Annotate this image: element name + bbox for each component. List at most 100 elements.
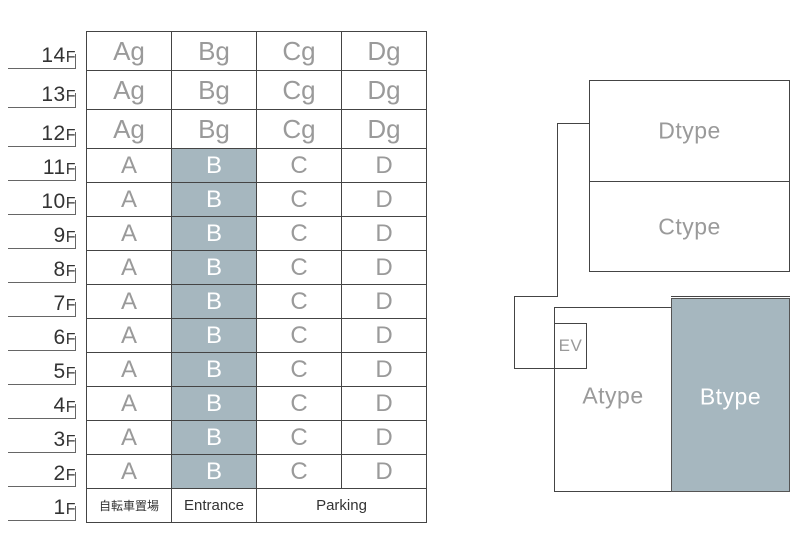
floor-4: 4F	[0, 385, 86, 419]
unit-cell-highlighted: B	[171, 352, 257, 387]
room-label: Dtype	[658, 117, 721, 144]
unit-cell: C	[256, 182, 342, 217]
floor-number: 2	[53, 462, 66, 485]
room-label: Atype	[582, 382, 644, 409]
table-row-12f: Ag Bg Cg Dg	[86, 109, 427, 149]
unit-cell: Dg	[341, 70, 427, 110]
floor-number: 11	[42, 156, 66, 179]
unit-cell-highlighted: B	[171, 284, 257, 319]
unit-cell-highlighted: B	[171, 216, 257, 251]
unit-cell: D	[341, 386, 427, 421]
floor-number: 12	[41, 122, 66, 145]
floor-unit: F	[65, 88, 76, 105]
elevator-label: EV	[558, 336, 583, 355]
parking-cell: Parking	[256, 488, 427, 523]
room-ctype: Ctype	[589, 181, 790, 272]
table-row-14f: Ag Bg Cg Dg	[86, 31, 427, 71]
floor-number: 13	[41, 83, 66, 106]
floor-unit: F	[65, 49, 76, 66]
unit-cell: A	[86, 284, 172, 319]
table-row-2f: A B C D	[86, 454, 427, 489]
unit-cell: A	[86, 420, 172, 455]
table-row-8f: A B C D	[86, 250, 427, 285]
floor-number: 9	[53, 224, 66, 247]
table-row-3f: A B C D	[86, 420, 427, 455]
unit-cell: C	[256, 454, 342, 489]
unit-cell: C	[256, 284, 342, 319]
unit-cell: C	[256, 318, 342, 353]
unit-cell: Bg	[171, 109, 257, 149]
unit-cell-highlighted: B	[171, 250, 257, 285]
unit-cell: Dg	[341, 109, 427, 149]
table-row-11f: A B C D	[86, 148, 427, 183]
floor-labels: 14F 13F 12F 11F 10F 9F 8F 7F 6F 5F 4F 3F…	[0, 31, 86, 521]
unit-cell-highlighted: B	[171, 454, 257, 489]
floor-3: 3F	[0, 419, 86, 453]
table-row-7f: A B C D	[86, 284, 427, 319]
floor-10: 10F	[0, 181, 86, 215]
unit-cell: D	[341, 216, 427, 251]
corridor-line	[671, 296, 790, 297]
corridor-line	[514, 296, 515, 369]
table-row-1f: 自転車置場 Entrance Parking	[86, 488, 427, 523]
unit-cell: A	[86, 454, 172, 489]
entrance-cell: Entrance	[171, 488, 257, 523]
unit-cell: C	[256, 250, 342, 285]
bicycle-parking-cell: 自転車置場	[86, 488, 172, 523]
floor-unit: F	[65, 263, 76, 280]
unit-cell: A	[86, 148, 172, 183]
unit-cell: D	[341, 420, 427, 455]
unit-cell-highlighted: B	[171, 318, 257, 353]
unit-cell: A	[86, 386, 172, 421]
floor-unit: F	[65, 433, 76, 450]
floor-unit: F	[65, 229, 76, 246]
unit-cell: C	[256, 420, 342, 455]
unit-cell: D	[341, 250, 427, 285]
unit-cell: Bg	[171, 31, 257, 71]
unit-cell: C	[256, 216, 342, 251]
unit-cell-highlighted: B	[171, 386, 257, 421]
floor-number: 4	[53, 394, 66, 417]
table-row-5f: A B C D	[86, 352, 427, 387]
floor-unit: F	[65, 161, 76, 178]
floor-13: 13F	[0, 69, 86, 108]
unit-cell: Ag	[86, 70, 172, 110]
unit-cell: D	[341, 182, 427, 217]
unit-cell: A	[86, 352, 172, 387]
floor-unit: F	[65, 195, 76, 212]
room-dtype: Dtype	[589, 80, 790, 182]
unit-cell: D	[341, 318, 427, 353]
room-btype: Btype	[671, 298, 790, 492]
floor-number: 3	[53, 428, 66, 451]
unit-cell: C	[256, 148, 342, 183]
room-atype: Atype	[554, 307, 672, 492]
table-row-10f: A B C D	[86, 182, 427, 217]
unit-cell: D	[341, 454, 427, 489]
unit-cell: A	[86, 318, 172, 353]
floor-9: 9F	[0, 215, 86, 249]
unit-cell: Ag	[86, 31, 172, 71]
floor-unit: F	[65, 399, 76, 416]
elevator: EV	[554, 323, 587, 369]
room-label: Ctype	[658, 213, 721, 239]
room-label: Btype	[699, 383, 762, 410]
unit-cell-highlighted: B	[171, 148, 257, 183]
floor-12: 12F	[0, 108, 86, 147]
corridor-line	[514, 296, 558, 297]
unit-cell: A	[86, 216, 172, 251]
floor-unit: F	[65, 365, 76, 382]
table-row-13f: Ag Bg Cg Dg	[86, 70, 427, 110]
floor-unit: F	[65, 467, 76, 484]
corridor-line	[557, 123, 590, 124]
floor-11: 11F	[0, 147, 86, 181]
table-row-9f: A B C D	[86, 216, 427, 251]
unit-cell: A	[86, 182, 172, 217]
table-row-6f: A B C D	[86, 318, 427, 353]
floor-8: 8F	[0, 249, 86, 283]
floor-unit: F	[65, 331, 76, 348]
floor-6: 6F	[0, 317, 86, 351]
floor-number: 1	[53, 496, 66, 519]
floor-5: 5F	[0, 351, 86, 385]
unit-cell: Bg	[171, 70, 257, 110]
corridor-line	[514, 368, 555, 369]
